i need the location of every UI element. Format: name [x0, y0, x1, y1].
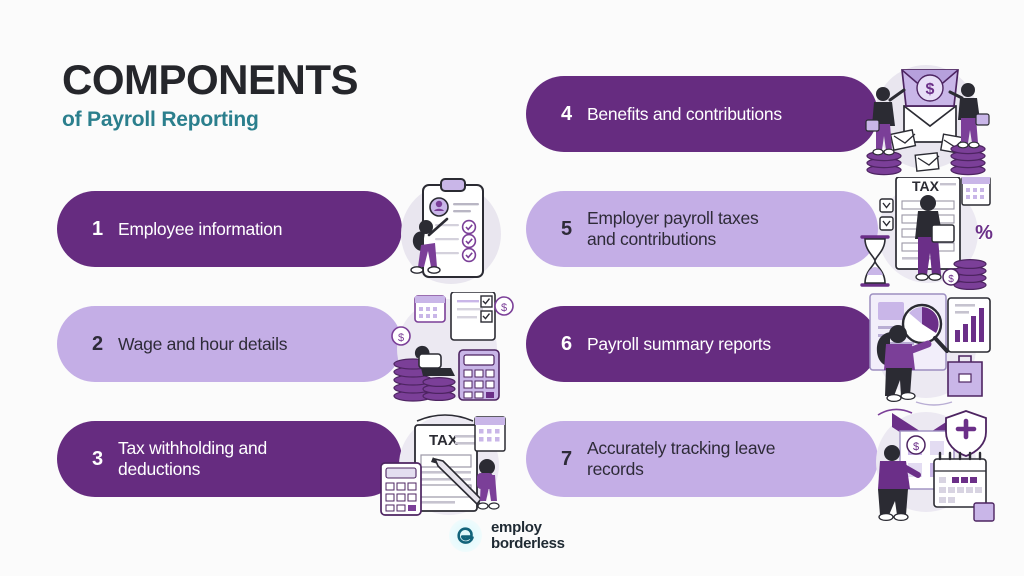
components-column-right: 4 Benefits and contributions $	[526, 62, 995, 522]
svg-text:$: $	[913, 441, 919, 453]
brand-logo-line1: employ	[491, 518, 542, 536]
component-number-5: 5	[561, 217, 573, 240]
components-column-left: 1 Employee information	[57, 177, 514, 522]
component-pill-1[interactable]: 1 Employee information	[57, 191, 402, 267]
component-item: 4 Benefits and contributions $	[526, 62, 990, 177]
component-item: 7 Accurately tracking leave records	[526, 407, 995, 522]
svg-text:TAX: TAX	[912, 178, 940, 194]
component-item: 3 Tax withholding and deductions TAX	[57, 407, 507, 522]
component-item: 6 Payroll summary reports	[526, 292, 991, 407]
component-number-7: 7	[561, 447, 573, 470]
brand-logo-line2: borderless	[491, 534, 565, 552]
component-label-1: Employee information	[118, 218, 283, 239]
component-number-2: 2	[92, 332, 104, 355]
svg-text:TAX: TAX	[429, 432, 458, 449]
brand-logo[interactable]: employ borderless	[449, 519, 565, 552]
component-number-4: 4	[561, 102, 573, 125]
component-label-5: Employer payroll taxes and contributions	[587, 208, 759, 249]
component-label-4: Benefits and contributions	[587, 103, 782, 124]
component-number-1: 1	[92, 217, 104, 240]
component-number-3: 3	[92, 447, 104, 470]
component-pill-3[interactable]: 3 Tax withholding and deductions	[57, 421, 402, 497]
component-label-3: Tax withholding and deductions	[118, 438, 267, 479]
svg-text:$: $	[926, 81, 935, 98]
component-item: 5 Employer payroll taxes and contributio…	[526, 176, 993, 292]
component-pill-5[interactable]: 5 Employer payroll taxes and contributio…	[526, 191, 878, 267]
component-label-7: Accurately tracking leave records	[587, 438, 776, 479]
component-item: 1 Employee information	[57, 177, 507, 292]
component-label-6: Payroll summary reports	[587, 333, 771, 354]
component-pill-2[interactable]: 2 Wage and hour details	[57, 306, 402, 382]
page-subtitle: of Payroll Reporting	[62, 108, 259, 132]
page-header: COMPONENTS of Payroll Reporting	[62, 56, 359, 132]
svg-text:$: $	[948, 274, 954, 285]
employ-borderless-e-icon	[449, 519, 482, 552]
component-pill-7[interactable]: 7 Accurately tracking leave records	[526, 421, 878, 497]
component-item: 2 Wage and hour details	[57, 291, 514, 407]
page-title: COMPONENTS	[62, 56, 359, 103]
component-pill-4[interactable]: 4 Benefits and contributions	[526, 76, 878, 152]
component-number-6: 6	[561, 332, 573, 355]
brand-logo-text: employ borderless	[491, 518, 565, 552]
svg-text:%: %	[975, 222, 993, 244]
component-pill-6[interactable]: 6 Payroll summary reports	[526, 306, 878, 382]
component-label-2: Wage and hour details	[118, 333, 288, 354]
svg-text:$: $	[501, 302, 507, 314]
